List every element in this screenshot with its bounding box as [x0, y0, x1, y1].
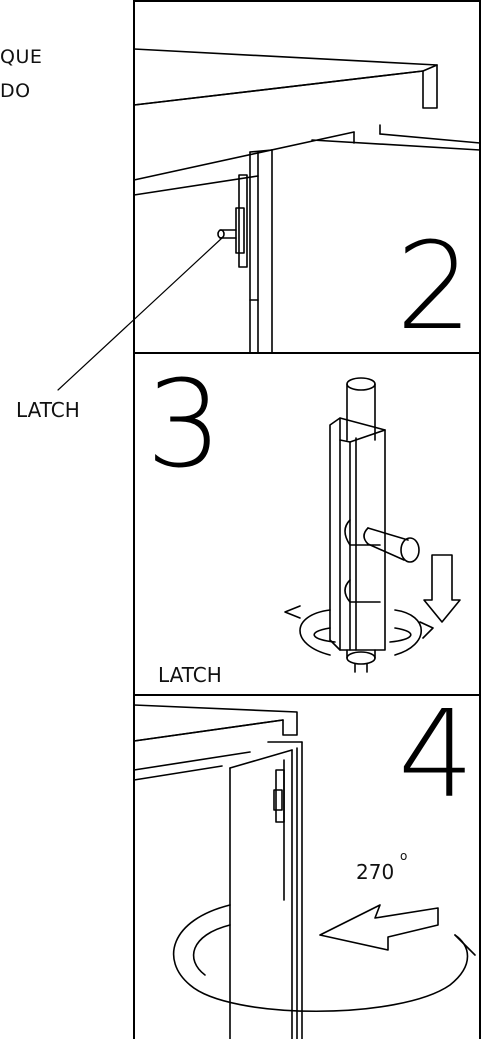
arrow-down-icon	[423, 554, 461, 623]
panel-4-table	[133, 704, 303, 1039]
step-number-3: 3	[146, 356, 223, 495]
panel-3-latch-closeup	[329, 377, 420, 673]
panel-2-table-top	[133, 48, 481, 354]
step-number-2: 2	[396, 218, 473, 357]
latch-callout-label: LATCH	[16, 398, 80, 422]
panels-frame	[133, 0, 481, 1039]
rotation-angle: 270	[356, 860, 395, 884]
rotate-arrow-icon	[284, 605, 434, 656]
rotate-270-arrow-icon	[172, 904, 476, 1012]
degree-symbol: o	[400, 849, 408, 863]
step-number-4: 4	[398, 686, 475, 825]
cut-text-line-2: DO	[0, 80, 31, 102]
panel-2-latch	[57, 174, 248, 391]
cut-text-line-1: QUE	[0, 46, 43, 68]
latch-panel-label: LATCH	[158, 663, 222, 687]
